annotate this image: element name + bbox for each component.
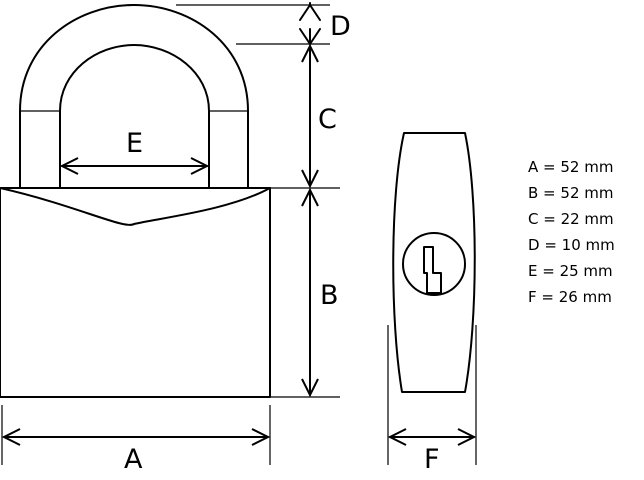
dimension-arrows <box>4 2 474 437</box>
label-c: C <box>318 104 337 135</box>
padlock-shackle <box>19 4 249 189</box>
dimension-labels: D C B E A F <box>124 11 440 475</box>
spec-line-e: E = 25 mm <box>528 262 613 280</box>
padlock-side-view <box>392 132 476 393</box>
label-d: D <box>330 11 351 42</box>
spec-line-a: A = 52 mm <box>528 158 613 176</box>
spec-line-d: D = 10 mm <box>528 236 615 254</box>
spec-line-b: B = 52 mm <box>528 184 613 202</box>
keyhole-circle <box>402 232 466 296</box>
padlock-body <box>0 187 271 398</box>
key-slot-icon <box>423 246 442 294</box>
dimension-spec-list: A = 52 mm B = 52 mm C = 22 mm D = 10 mm … <box>528 158 615 306</box>
spec-line-f: F = 26 mm <box>528 288 612 306</box>
label-e: E <box>126 128 143 159</box>
spec-line-c: C = 22 mm <box>528 210 614 228</box>
label-a: A <box>124 444 143 475</box>
label-f: F <box>424 444 440 475</box>
label-b: B <box>320 280 339 311</box>
